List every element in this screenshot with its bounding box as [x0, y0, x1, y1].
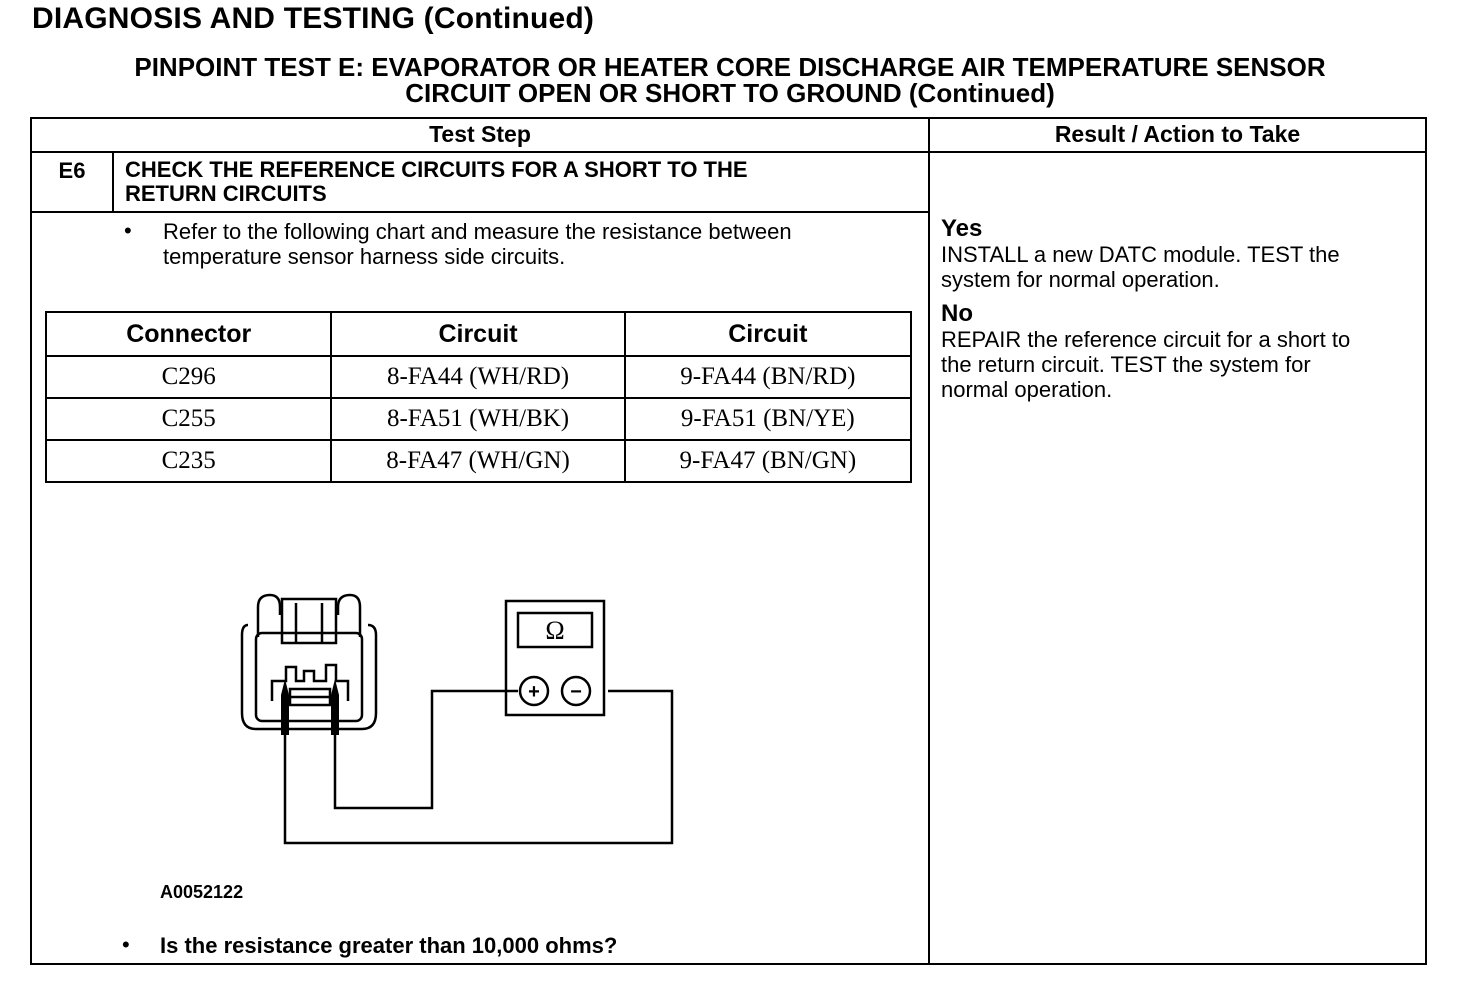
pinpoint-test-title-line2: CIRCUIT OPEN OR SHORT TO GROUND (Continu…	[405, 78, 1055, 108]
table-row: C255 8-FA51 (WH/BK) 9-FA51 (BN/YE)	[44, 397, 913, 441]
circuit-a-cell: 8-FA44 (WH/RD)	[330, 355, 626, 399]
connector-cell: C255	[44, 397, 333, 441]
column-divider	[928, 117, 930, 965]
table-row: C296 8-FA44 (WH/RD) 9-FA44 (BN/RD)	[44, 355, 913, 399]
circuit-b-cell: 9-FA51 (BN/YE)	[623, 397, 913, 441]
connector-illustration	[240, 593, 378, 731]
question-bullet: •	[122, 932, 130, 957]
circuit-table: Connector Circuit Circuit C296 8-FA44 (W…	[44, 311, 913, 483]
result-yes: Yes INSTALL a new DATC module. TEST the …	[941, 215, 1421, 293]
circuit-b-cell: 9-FA47 (BN/GN)	[623, 439, 913, 483]
yes-label: Yes	[941, 215, 983, 242]
no-action-line1: REPAIR the reference circuit for a short…	[941, 327, 1351, 352]
header-row-divider	[30, 151, 1427, 153]
no-action-line3: normal operation.	[941, 377, 1113, 402]
yes-action-line2: system for normal operation.	[941, 267, 1220, 292]
instruction-text: Refer to the following chart and measure…	[163, 219, 913, 269]
instruction-line2: temperature sensor harness side circuits…	[163, 244, 566, 269]
plus-label: +	[528, 681, 540, 703]
circuit-a-cell: 8-FA51 (WH/BK)	[330, 397, 626, 441]
step-id-divider	[112, 151, 114, 213]
header-circuit-b: Circuit	[623, 311, 913, 357]
connector-cell: C235	[44, 439, 333, 483]
step-title-line1: CHECK THE REFERENCE CIRCUITS FOR A SHORT…	[125, 157, 748, 182]
pinpoint-test-title-line1: PINPOINT TEST E: EVAPORATOR OR HEATER CO…	[134, 52, 1326, 82]
step-title-line2: RETURN CIRCUITS	[125, 181, 327, 206]
instruction-line1: Refer to the following chart and measure…	[163, 219, 792, 244]
ohm-symbol: Ω	[545, 616, 564, 645]
circuit-b-cell: 9-FA44 (BN/RD)	[623, 355, 913, 399]
column-header-result: Result / Action to Take	[1054, 121, 1301, 147]
header-connector: Connector	[44, 311, 333, 357]
step-id: E6	[58, 158, 86, 183]
negative-terminal	[560, 675, 592, 707]
ohmmeter-test-diagram: Ω + −	[240, 593, 674, 845]
circuit-table-header: Connector Circuit Circuit	[44, 311, 913, 357]
column-header-test-step: Test Step	[429, 121, 531, 147]
result-no: No REPAIR the reference circuit for a sh…	[941, 300, 1421, 403]
test-step-table-frame	[30, 117, 1427, 965]
circuit-a-cell: 8-FA47 (WH/GN)	[330, 439, 626, 483]
ohmmeter: Ω + −	[504, 599, 606, 717]
table-row: C235 8-FA47 (WH/GN) 9-FA47 (BN/GN)	[44, 439, 913, 483]
positive-terminal	[518, 675, 550, 707]
page-title: DIAGNOSIS AND TESTING (Continued)	[32, 2, 595, 35]
figure-id: A0052122	[160, 882, 244, 902]
step-title: CHECK THE REFERENCE CIRCUITS FOR A SHORT…	[125, 158, 915, 206]
no-label: No	[941, 300, 973, 327]
minus-label: −	[570, 681, 582, 703]
instruction-bullet: •	[124, 218, 132, 243]
connector-cell: C296	[44, 355, 333, 399]
test-leads	[281, 679, 674, 845]
no-action-line2: the return circuit. TEST the system for	[941, 352, 1311, 377]
yes-action-line1: INSTALL a new DATC module. TEST the	[941, 242, 1340, 267]
header-circuit-a: Circuit	[330, 311, 626, 357]
resistance-question: Is the resistance greater than 10,000 oh…	[160, 933, 618, 958]
step-title-divider	[30, 211, 928, 213]
